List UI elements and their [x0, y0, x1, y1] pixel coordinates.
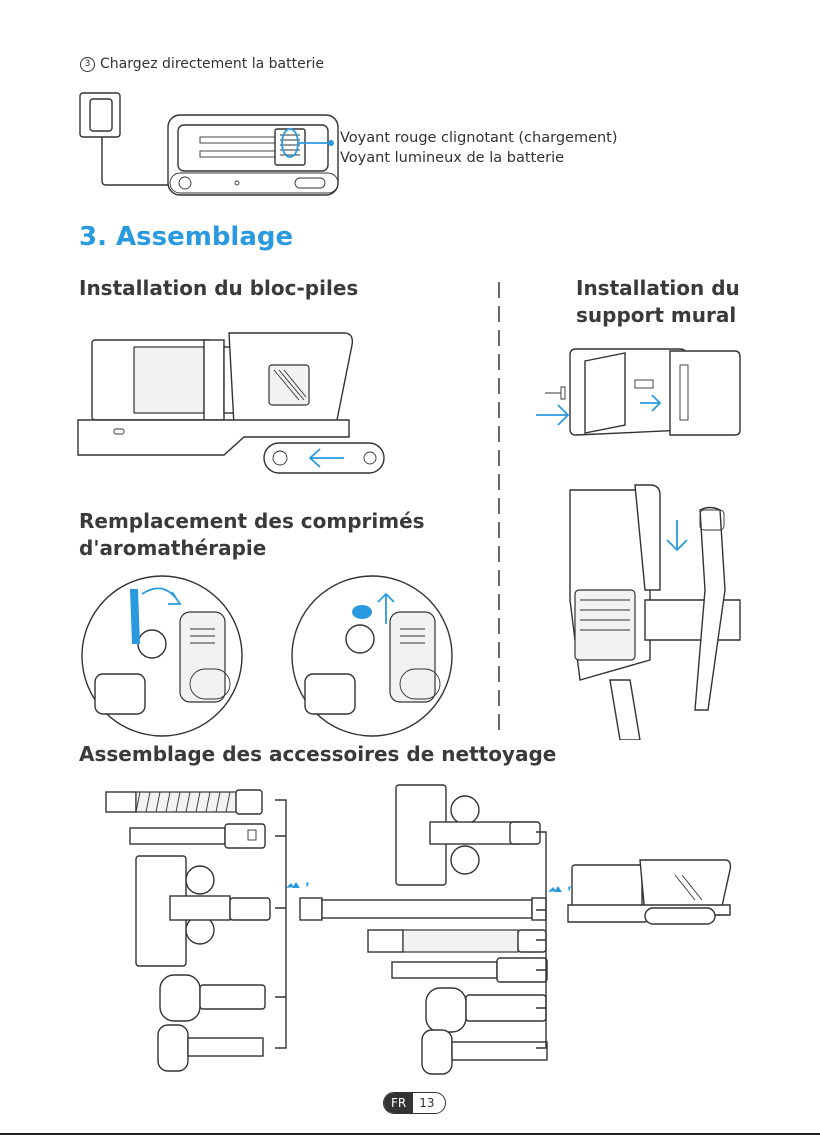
wall-mount-vacuum-illustration: [560, 480, 750, 740]
wall-mount-screw-illustration: [530, 345, 745, 445]
aroma-title-line1: Remplacement des comprimés: [79, 509, 425, 533]
battery-install-title: Installation du bloc-piles: [79, 276, 358, 300]
accessories-title: Assemblage des accessoires de nettoyage: [79, 742, 556, 766]
page-badge: FR 13: [383, 1092, 446, 1114]
charging-step-text: Chargez directement la batterie: [100, 56, 324, 72]
language-label: FR: [384, 1093, 413, 1113]
indicator-callout: [270, 125, 340, 165]
step-number-badge: 3: [80, 57, 95, 72]
aroma-step1-illustration: [80, 574, 245, 739]
wall-mount-title-line1: Installation du: [576, 276, 740, 300]
dashed-divider: [497, 282, 501, 732]
battery-install-illustration: [74, 325, 394, 485]
aroma-title-line2: d'aromathérapie: [79, 536, 266, 560]
accessories-illustration: [100, 780, 740, 1075]
section-title: 3. Assemblage: [79, 222, 293, 252]
charging-step: 3 Chargez directement la batterie: [80, 56, 324, 72]
aroma-step2-illustration: [290, 574, 455, 739]
indicator-red-label: Voyant rouge clignotant (chargement): [340, 130, 618, 146]
indicator-battery-label: Voyant lumineux de la batterie: [340, 150, 564, 166]
page-number: 13: [413, 1093, 444, 1113]
wall-mount-title-line2: support mural: [576, 303, 736, 327]
